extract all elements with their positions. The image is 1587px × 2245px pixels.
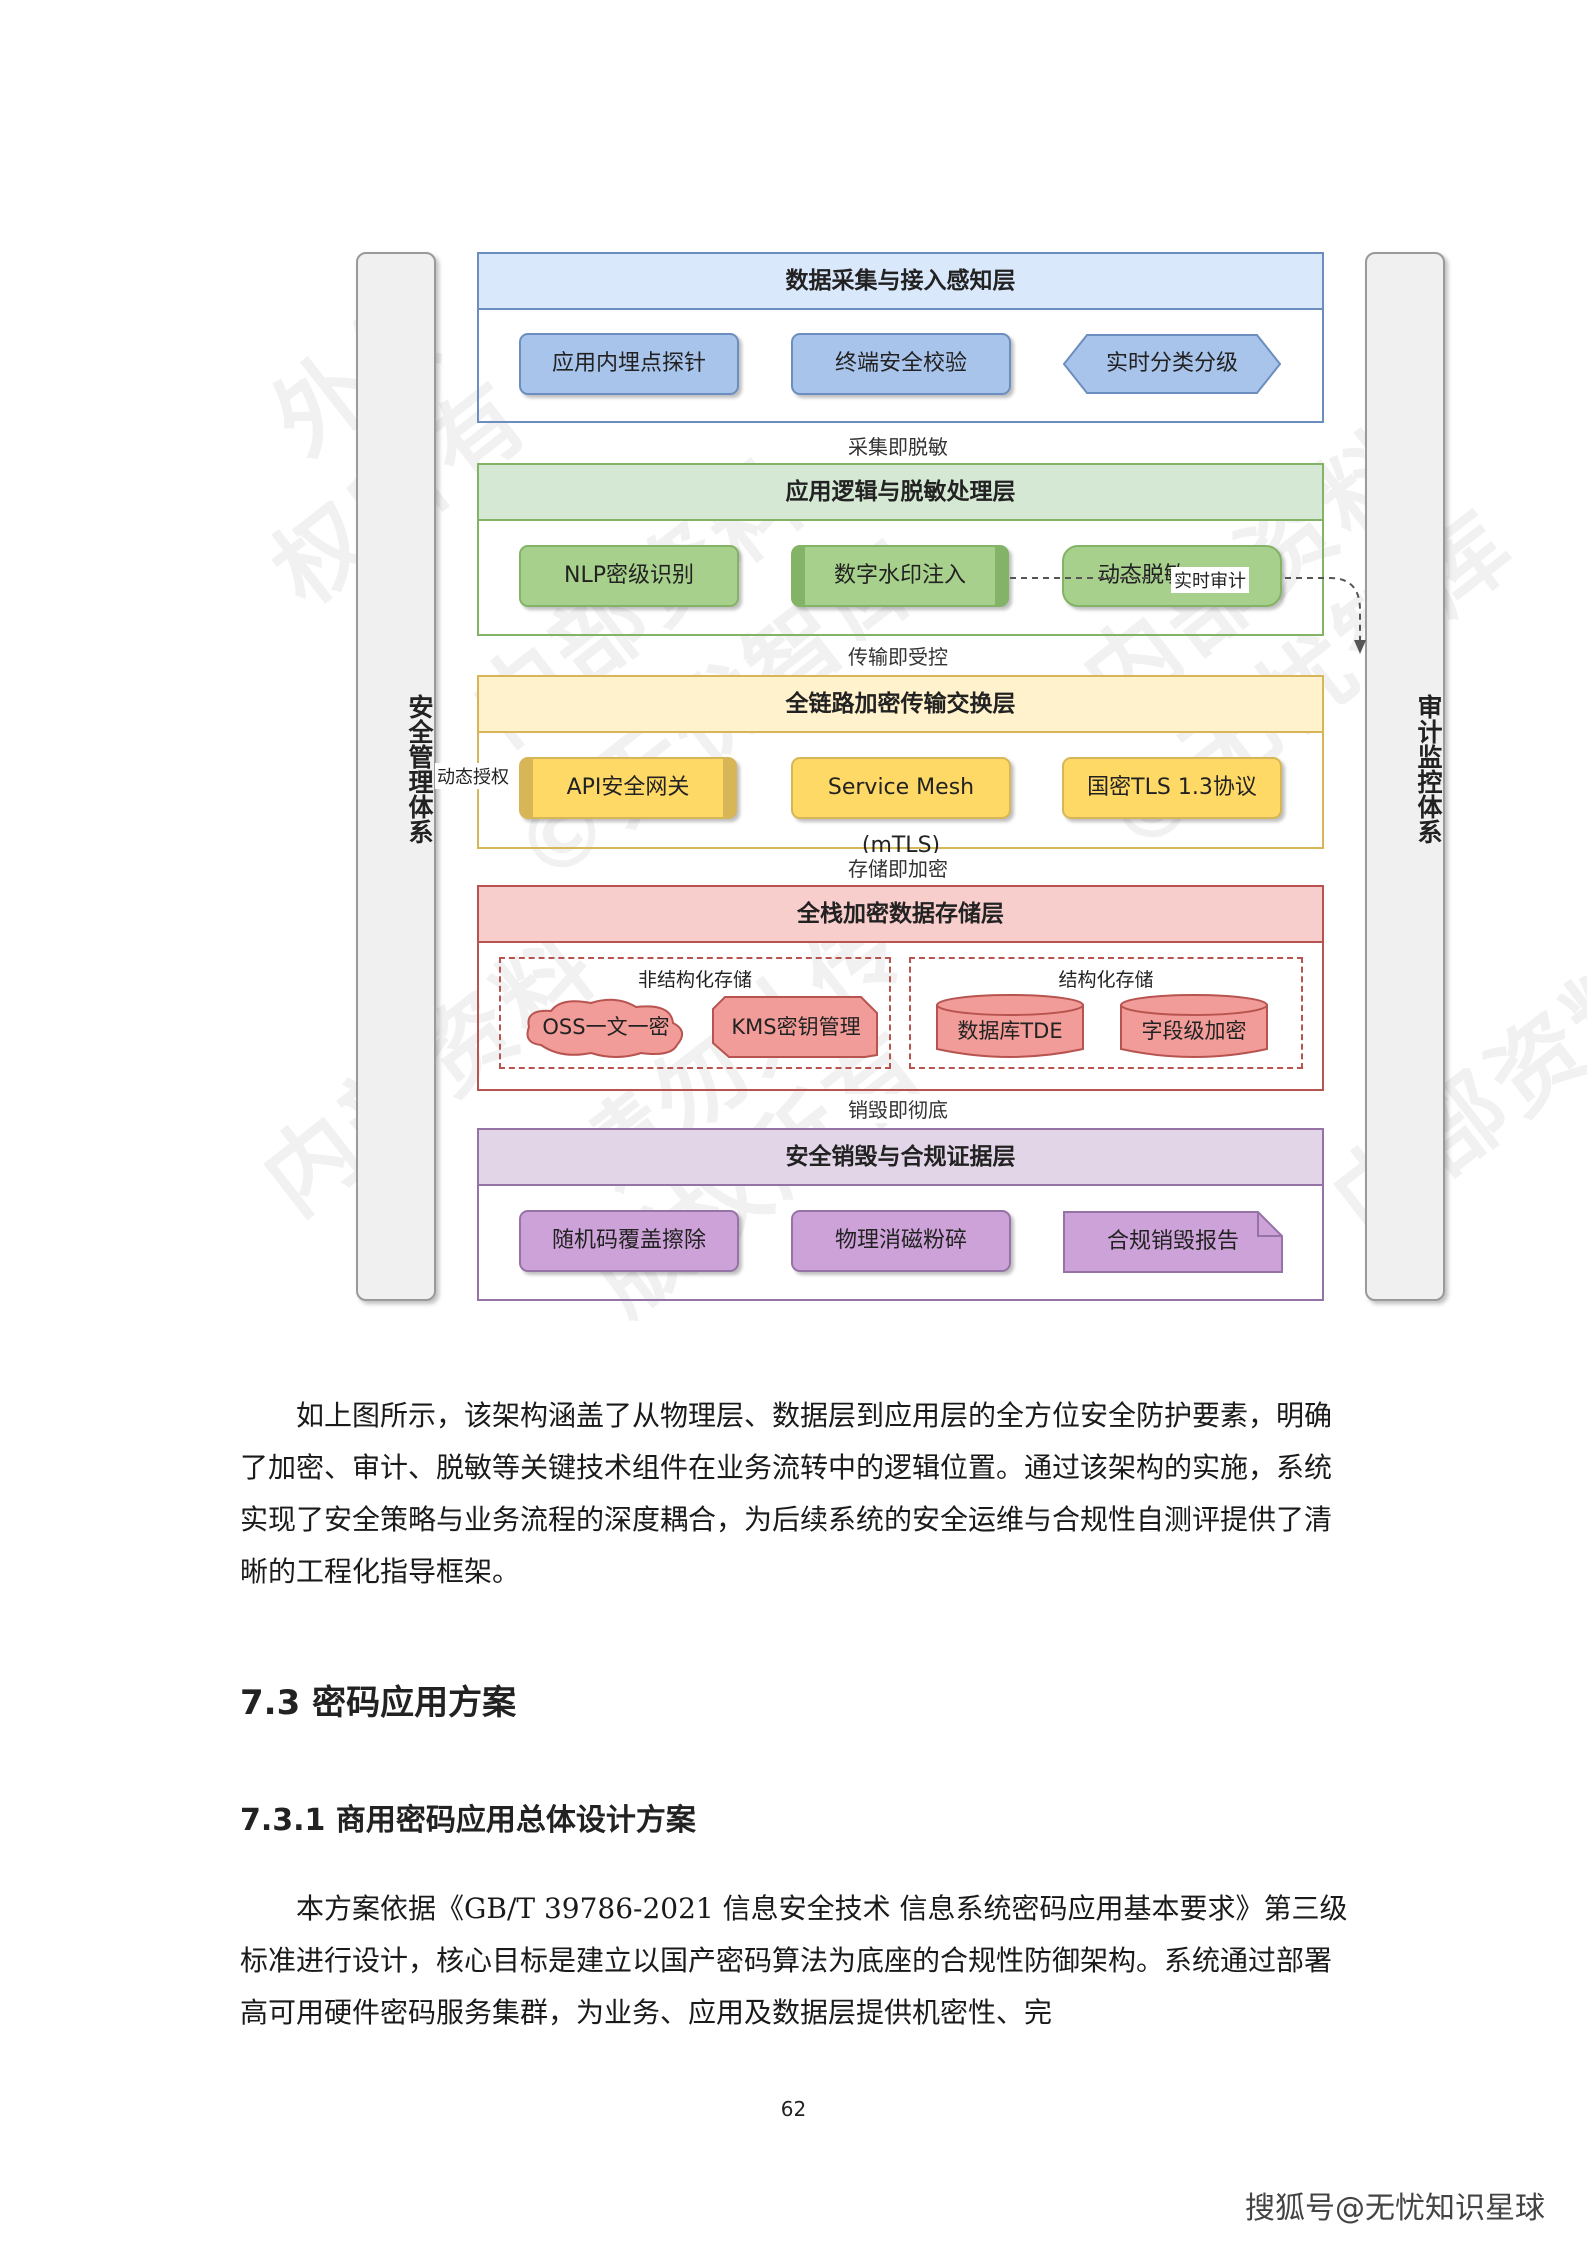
connector-label: 采集即脱敏	[842, 431, 954, 460]
layer-title: 全栈加密数据存储层	[479, 887, 1322, 943]
paragraph: 本方案依据《GB/T 39786-2021 信息安全技术 信息系统密码应用基本要…	[240, 1892, 1348, 2029]
right-pillar-label: 审计监控体系	[1414, 694, 1443, 844]
group-label: 结构化存储	[1058, 969, 1154, 991]
left-pillar: 安全管理体系	[356, 252, 436, 1301]
node-service-mesh: Service Mesh (mTLS)	[791, 757, 1011, 858]
page-number: 62	[780, 2097, 807, 2121]
audit-arrow	[1010, 577, 1366, 654]
node-degauss: 物理消磁粉碎	[791, 1210, 1011, 1272]
node-terminal-check: 终端安全校验	[791, 333, 1011, 395]
document-shape	[1063, 1211, 1283, 1273]
group-label: 非结构化存储	[637, 969, 752, 991]
left-pillar-label: 安全管理体系	[405, 694, 434, 844]
node-classification: 实时分类分级	[1105, 351, 1238, 376]
group-structured: 结构化存储 数据库TDE 字段级加密	[909, 957, 1303, 1069]
connector-label: 传输即受控	[842, 641, 954, 670]
layer-title: 安全销毁与合规证据层	[479, 1130, 1322, 1186]
layer-destruction: 安全销毁与合规证据层 随机码覆盖擦除 物理消磁粉碎 合规销毁报告	[477, 1128, 1324, 1301]
edge-label-auth: 动态授权	[435, 763, 511, 789]
layer-title: 应用逻辑与脱敏处理层	[479, 465, 1322, 521]
node-report: 合规销毁报告	[1106, 1229, 1239, 1254]
node-overwrite: 随机码覆盖擦除	[519, 1210, 739, 1272]
layer-title: 全链路加密传输交换层	[479, 677, 1322, 733]
connector-label: 存储即加密	[842, 853, 954, 882]
node-oss: OSS一文一密	[542, 1015, 670, 1039]
edge-label-audit: 实时审计	[1171, 567, 1249, 593]
layer-storage: 全栈加密数据存储层 非结构化存储 OSS一文一密 KMS密钥管理 结构化存储 数…	[477, 885, 1324, 1091]
node-nlp: NLP密级识别	[519, 545, 739, 607]
layer-logic: 应用逻辑与脱敏处理层 NLP密级识别 数字水印注入 动态脱敏 实时审计	[477, 463, 1324, 636]
node-tde: 数据库TDE	[957, 1019, 1063, 1043]
node-field-encryption: 字段级加密	[1141, 1019, 1247, 1043]
paragraph: 如上图所示，该架构涵盖了从物理层、数据层到应用层的全方位安全防护要素，明确了加密…	[240, 1399, 1333, 1588]
node-watermark: 数字水印注入	[791, 545, 1009, 607]
node-probe: 应用内埋点探针	[519, 333, 739, 395]
parallelogram-shape	[712, 996, 878, 1058]
subsection-heading: 7.3.1 商用密码应用总体设计方案	[240, 1803, 696, 1838]
group-unstructured: 非结构化存储 OSS一文一密 KMS密钥管理	[499, 957, 891, 1069]
node-api-gateway: API安全网关	[519, 757, 737, 819]
footer-brand: 搜狐号@无忧知识星球	[1245, 2191, 1545, 2226]
layer-collection: 数据采集与接入感知层 应用内埋点探针 终端安全校验 实时分类分级	[477, 252, 1324, 423]
layer-transport: 全链路加密传输交换层 API安全网关 Service Mesh (mTLS) 国…	[477, 675, 1324, 858]
cloud-shape	[526, 998, 684, 1058]
section-heading: 7.3 密码应用方案	[240, 1683, 517, 1723]
database-shape	[936, 994, 1084, 1058]
node-tls: 国密TLS 1.3协议	[1062, 757, 1282, 819]
right-pillar: 审计监控体系	[1365, 252, 1445, 1301]
node-kms: KMS密钥管理	[731, 1015, 861, 1039]
hexagon-shape	[1062, 334, 1282, 394]
connector-label: 销毁即彻底	[842, 1094, 954, 1123]
layer-title: 数据采集与接入感知层	[479, 254, 1322, 310]
database-shape	[1120, 994, 1268, 1058]
